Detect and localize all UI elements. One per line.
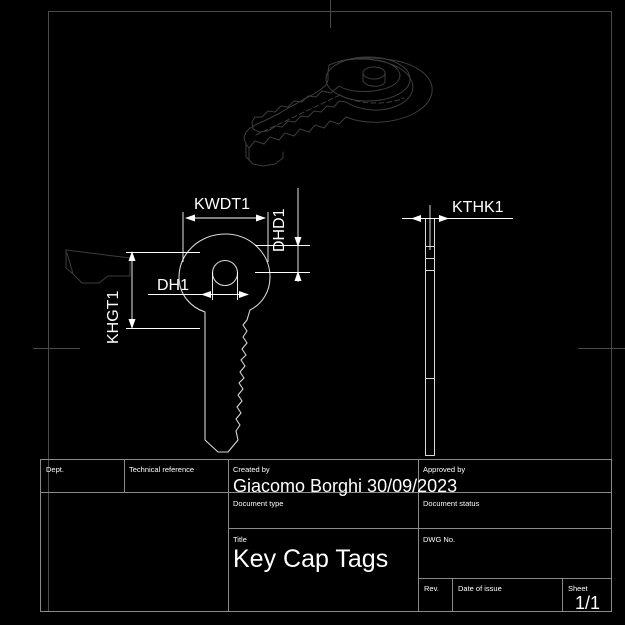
iso-blade-bottom (66, 252, 74, 275)
title-block-outer (40, 459, 612, 612)
title-block-label-created-by: Created by (233, 465, 270, 474)
title-block-label-date-of-issue: Date of issue (458, 584, 502, 593)
iso-hole-side (362, 72, 386, 87)
dimension-label-kwdt1: KWDT1 (194, 196, 250, 213)
iso-key-lower-face (245, 143, 284, 167)
iso-head-ellipse (325, 56, 411, 102)
title-block-label-sheet: Sheet (568, 584, 588, 593)
title-block-value-created-by: Giacomo Borghi 30/09/2023 (233, 476, 458, 496)
iso-center-line (255, 94, 341, 136)
iso-key-top-face (251, 58, 414, 133)
title-block-label-rev: Rev. (424, 584, 439, 593)
dimension-label-kthk1: KTHK1 (452, 199, 504, 216)
title-block-label-approved-by: Approved by (423, 465, 466, 474)
title-block-label-document-type: Document type (233, 499, 284, 508)
title-block-label-dwg-no: DWG No. (423, 535, 456, 544)
title-block-label-dept: Dept. (46, 465, 64, 474)
iso-blade-left-edge (65, 249, 131, 259)
title-block-label-technical-reference: Technical reference (129, 465, 195, 474)
title-block-value-sheet: 1/1 (575, 593, 601, 613)
title-block-label-title: Title (233, 535, 247, 544)
dimension-label-dh1: DH1 (157, 277, 190, 294)
iso-key-upper-contour (243, 57, 433, 149)
front-key-outline (178, 233, 271, 453)
iso-blade-thickness (65, 249, 131, 284)
title-block-label-document-status: Document status (423, 499, 480, 508)
iso-head-centerline (339, 94, 405, 104)
title-block-value-title: Key Cap Tags (233, 545, 389, 573)
